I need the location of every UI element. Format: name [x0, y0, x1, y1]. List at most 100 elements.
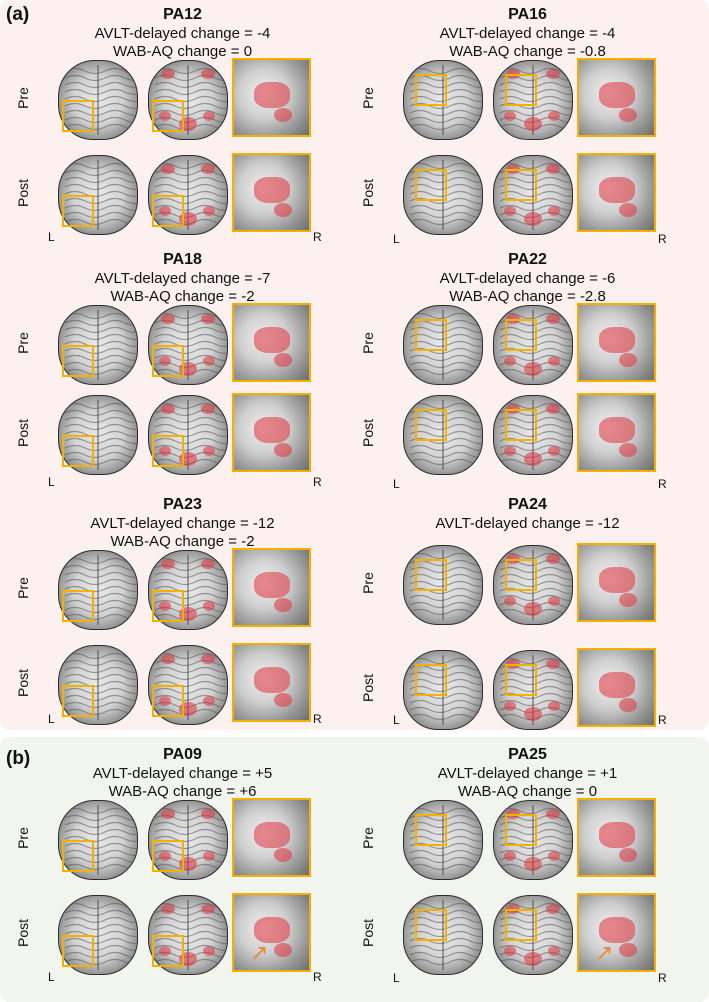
roi-box [505, 814, 537, 846]
arrow-icon: ↗ [250, 940, 269, 965]
overlay-blob [161, 809, 175, 819]
roi-box [62, 685, 94, 717]
overlay-blob [504, 356, 516, 366]
overlay-blob [548, 206, 560, 216]
avlt-change: AVLT-delayed change = -7 [94, 270, 271, 287]
overlay-blob [201, 69, 215, 79]
roi-box [505, 169, 537, 201]
overlay-blob [599, 417, 635, 443]
overlay-blob [524, 857, 542, 871]
gyri-pattern [64, 310, 137, 380]
orientation-right: R [313, 475, 322, 489]
overlay-blob [201, 654, 215, 664]
overlay-blob [203, 851, 215, 861]
roi-box [62, 840, 94, 872]
zoom-inset-pre [577, 798, 656, 877]
zoom-inset-pre [577, 303, 656, 382]
roi-box [415, 664, 447, 696]
zoom-inset-pre [577, 58, 656, 137]
overlay-blob [159, 946, 171, 956]
roi-box [505, 319, 537, 351]
avlt-change: AVLT-delayed change = +5 [92, 765, 273, 782]
roi-box [415, 169, 447, 201]
brain-pre-raw [403, 800, 483, 880]
zoom-inset-pre [577, 543, 656, 622]
gyri-pattern [64, 900, 137, 970]
zoom-inset-post [232, 643, 311, 722]
row-label-pre: Pre [15, 827, 31, 849]
overlay-blob [203, 111, 215, 121]
overlay-blob [546, 904, 560, 914]
avlt-change: AVLT-delayed change = +1 [437, 765, 618, 782]
orientation-right: R [658, 971, 667, 985]
row-label-pre: Pre [15, 577, 31, 599]
overlay-blob [546, 164, 560, 174]
overlay-blob [201, 809, 215, 819]
overlay-blob [203, 356, 215, 366]
overlay-blob [161, 69, 175, 79]
roi-box [62, 935, 94, 967]
gyri-pattern [64, 400, 137, 470]
avlt-change: AVLT-delayed change = -12 [90, 515, 275, 532]
brain-pre-overlay [148, 60, 228, 140]
orientation-left: L [48, 475, 55, 489]
overlay-blob [274, 353, 292, 367]
overlay-blob [254, 572, 290, 598]
case-id: PA18 [163, 251, 202, 268]
overlay-blob [504, 851, 516, 861]
overlay-blob [524, 602, 542, 616]
overlay-blob [254, 822, 290, 848]
overlay-blob [504, 111, 516, 121]
gyri-pattern [64, 65, 137, 135]
row-label-pre: Pre [15, 332, 31, 354]
orientation-left: L [48, 712, 55, 726]
brain-pre-overlay [148, 550, 228, 630]
overlay-blob [599, 327, 635, 353]
roi-box [152, 840, 184, 872]
overlay-blob [159, 111, 171, 121]
overlay-blob [504, 596, 516, 606]
row-label-pre: Pre [15, 87, 31, 109]
row-label-post: Post [360, 919, 376, 948]
gyri-pattern [409, 655, 482, 725]
brain-post-overlay [148, 895, 228, 975]
overlay-blob [254, 667, 290, 693]
overlay-blob [203, 446, 215, 456]
case-id: PA25 [508, 746, 547, 763]
row-label-pre: Pre [360, 572, 376, 594]
row-label-post: Post [15, 669, 31, 698]
roi-box [415, 319, 447, 351]
overlay-blob [203, 601, 215, 611]
zoom-inset-pre [232, 303, 311, 382]
avlt-change: AVLT-delayed change = -6 [439, 270, 616, 287]
overlay-blob [619, 593, 637, 607]
overlay-blob [274, 848, 292, 862]
brain-pre-raw [58, 60, 138, 140]
overlay-blob [203, 946, 215, 956]
overlay-blob [619, 353, 637, 367]
brain-post-overlay [148, 645, 228, 725]
overlay-blob [274, 443, 292, 457]
overlay-blob [546, 554, 560, 564]
row-label-post: Post [15, 179, 31, 208]
orientation-left: L [393, 713, 400, 727]
overlay-blob [274, 108, 292, 122]
roi-box [152, 195, 184, 227]
overlay-blob [161, 164, 175, 174]
roi-box [415, 559, 447, 591]
brain-post-raw [403, 650, 483, 730]
roi-box [415, 814, 447, 846]
overlay-blob [548, 946, 560, 956]
brain-pre-raw [58, 305, 138, 385]
overlay-blob [546, 659, 560, 669]
orientation-left: L [48, 230, 55, 244]
case-id: PA16 [508, 6, 547, 23]
overlay-blob [546, 809, 560, 819]
overlay-blob [599, 822, 635, 848]
avlt-change: AVLT-delayed change = -12 [435, 515, 620, 532]
gyri-pattern [499, 400, 572, 470]
overlay-blob [159, 696, 171, 706]
